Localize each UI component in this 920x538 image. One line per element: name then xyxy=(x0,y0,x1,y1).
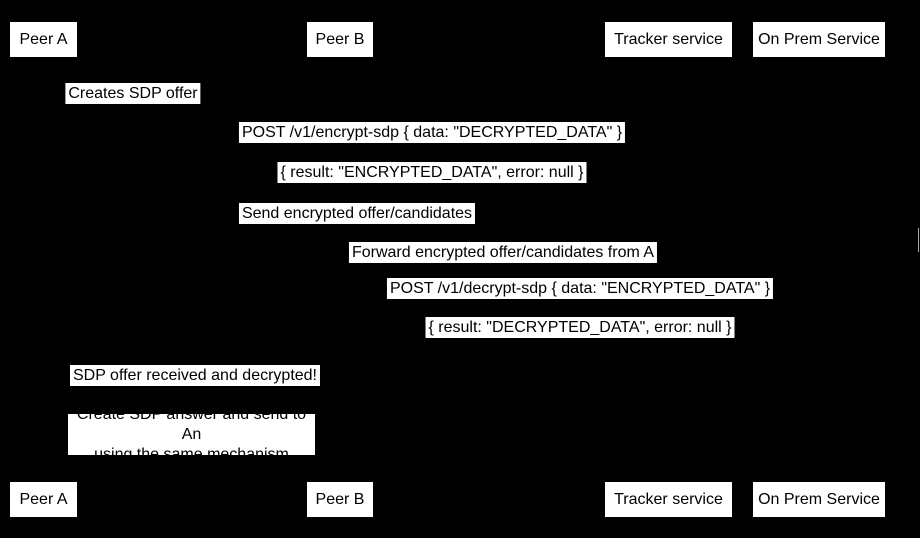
actor-bottom-peer-b: Peer B xyxy=(307,482,373,517)
message-sdp-offer-received: SDP offer received and decrypted! xyxy=(70,365,320,386)
note-line-1: Create SDP answer and send to An xyxy=(76,405,307,443)
actor-top-peer-b: Peer B xyxy=(307,22,373,57)
right-edge-line-fragment xyxy=(918,228,919,252)
message-forward-encrypted-offer: Forward encrypted offer/candidates from … xyxy=(348,242,658,263)
message-creates-sdp-offer: Creates SDP offer xyxy=(65,83,201,104)
message-post-encrypt-sdp: POST /v1/encrypt-sdp { data: "DECRYPTED_… xyxy=(238,122,626,143)
actor-top-tracker-service: Tracker service xyxy=(605,22,732,57)
message-post-decrypt-sdp: POST /v1/decrypt-sdp { data: "ENCRYPTED_… xyxy=(386,278,774,299)
message-result-decrypted-data: { result: "DECRYPTED_DATA", error: null … xyxy=(425,317,735,338)
note-line-2: using the same mechanism xyxy=(94,445,289,463)
message-send-encrypted-offer: Send encrypted offer/candidates xyxy=(238,203,476,224)
actor-top-peer-a: Peer A xyxy=(10,22,77,57)
actor-bottom-on-prem-service: On Prem Service xyxy=(753,482,885,517)
actor-bottom-peer-a: Peer A xyxy=(10,482,77,517)
actor-top-on-prem-service: On Prem Service xyxy=(753,22,885,57)
message-result-encrypted-data: { result: "ENCRYPTED_DATA", error: null … xyxy=(277,162,587,183)
note-create-sdp-answer: Create SDP answer and send to An using t… xyxy=(68,406,315,463)
actor-bottom-tracker-service: Tracker service xyxy=(605,482,732,517)
